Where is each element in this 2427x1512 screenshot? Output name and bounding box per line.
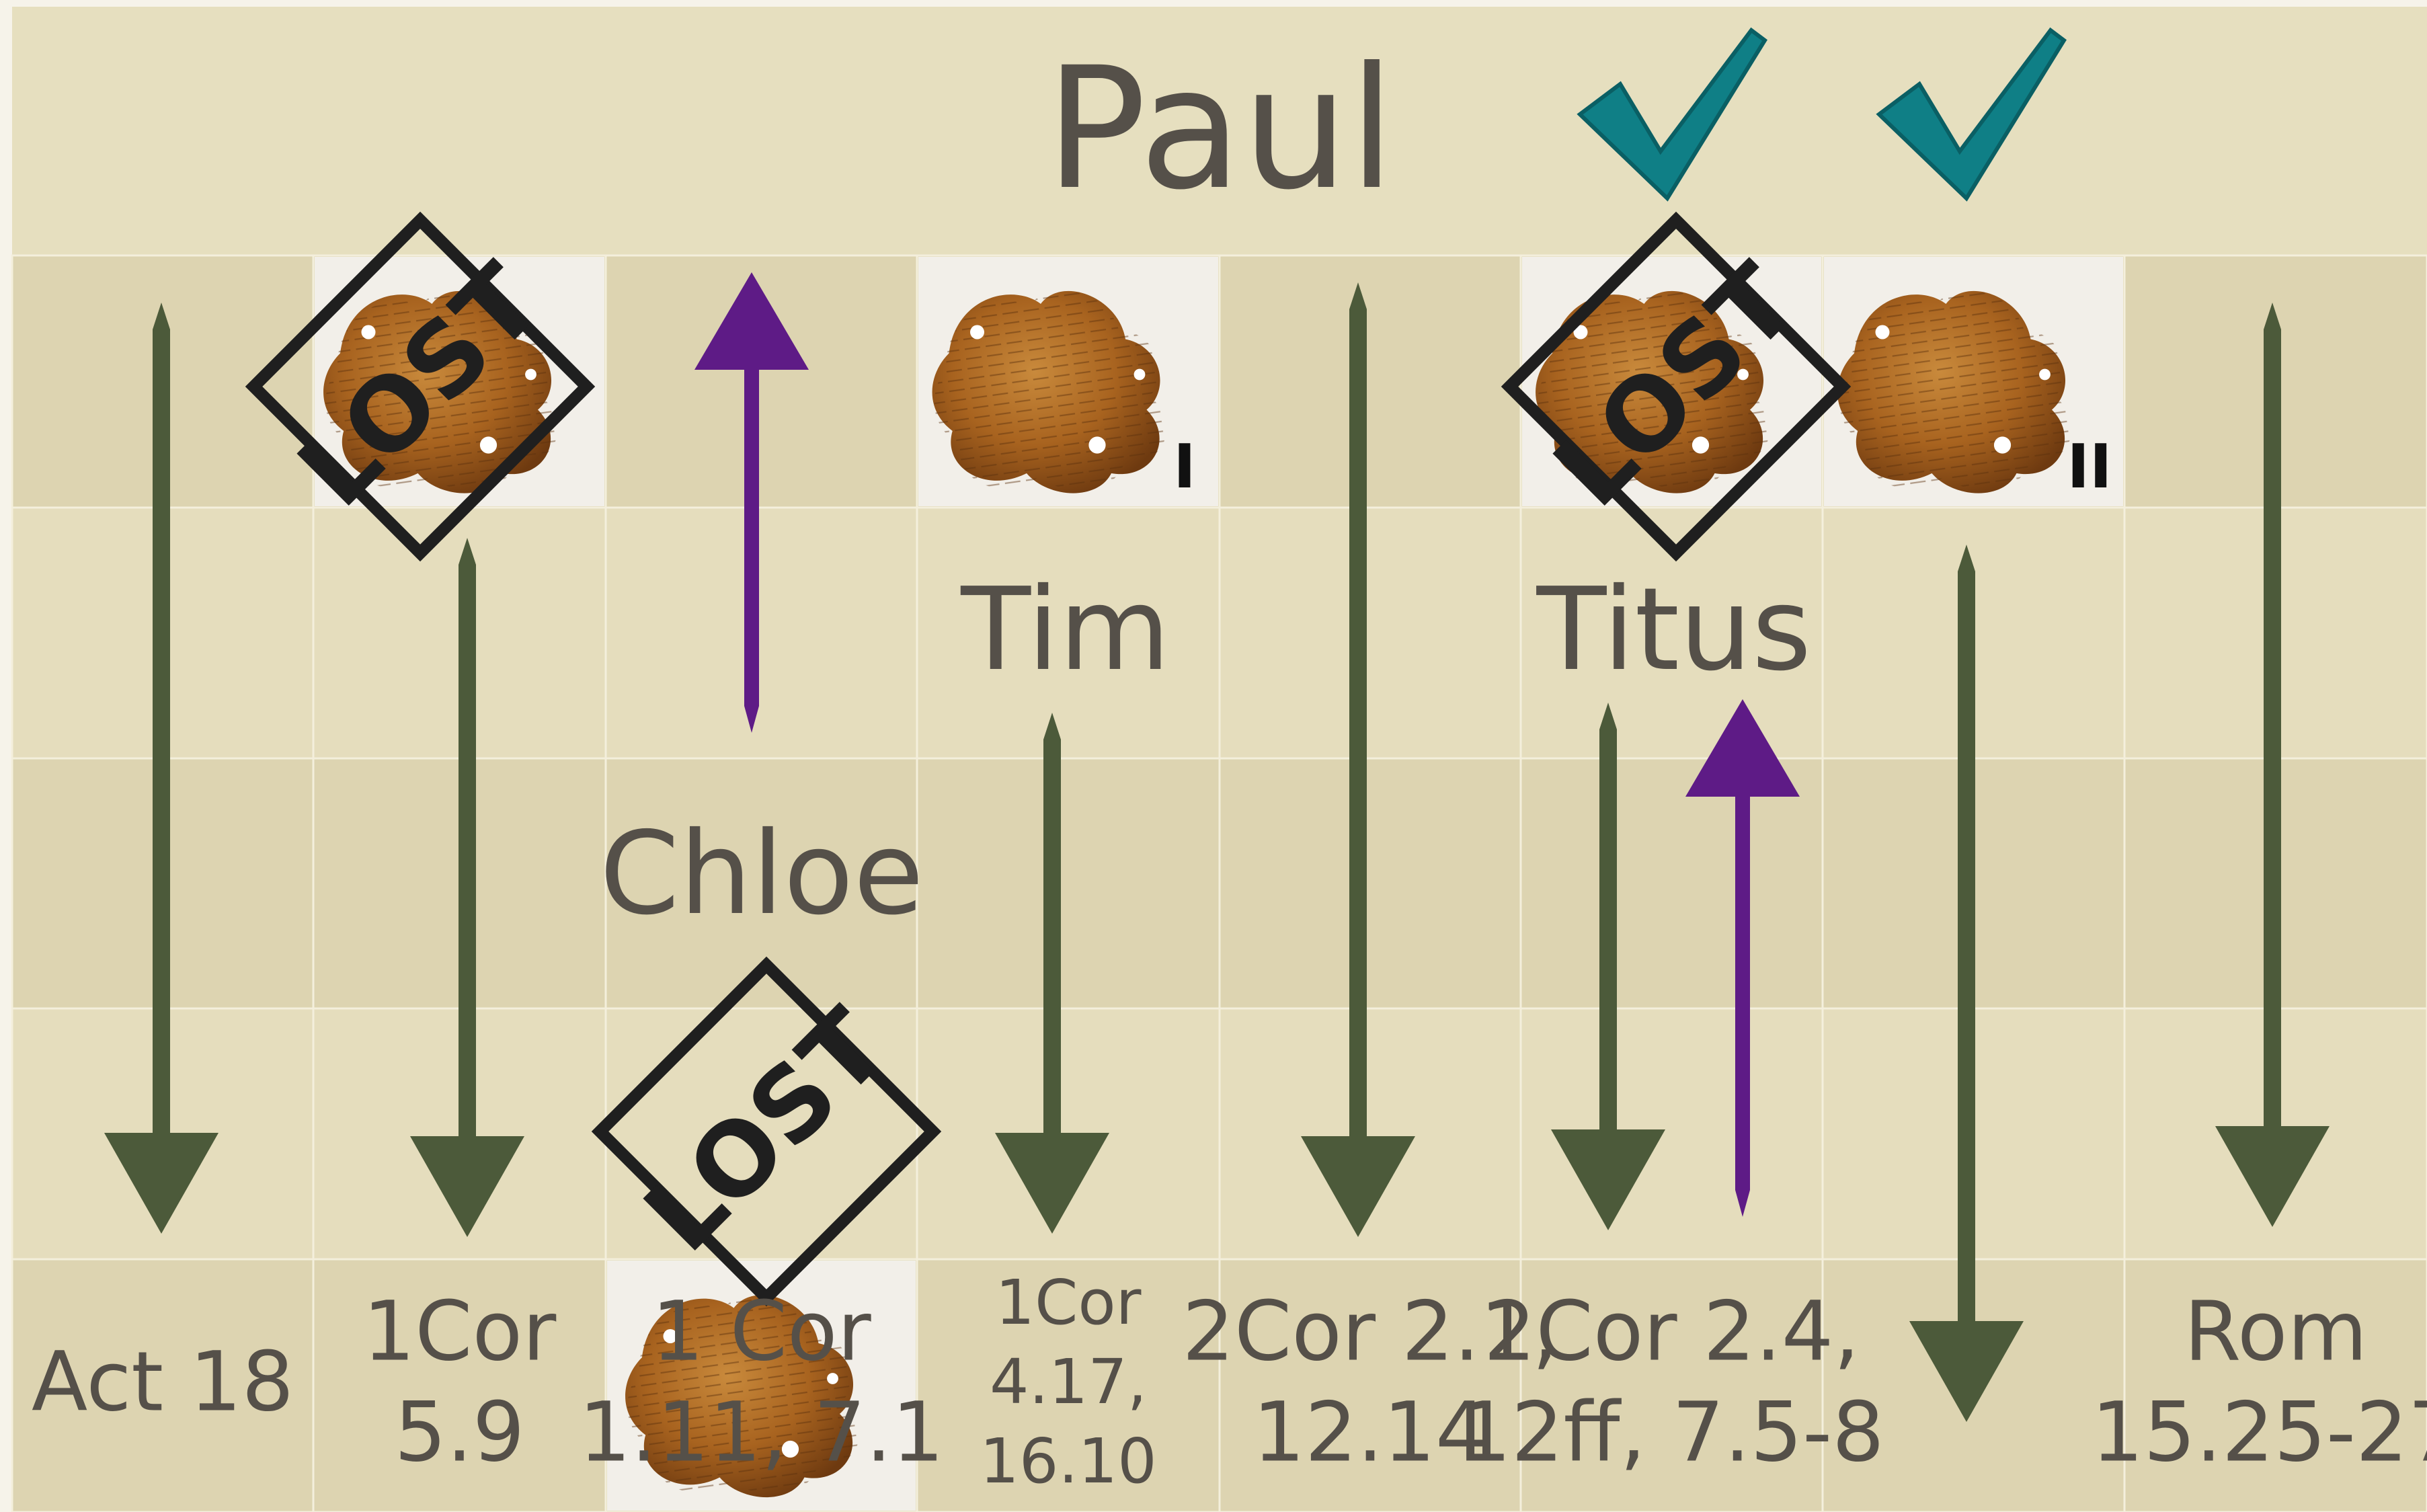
arrow-down-icon: [2215, 303, 2330, 1227]
reference-label: Act 18: [32, 1335, 294, 1430]
grid-cell: [1218, 1007, 1522, 1261]
grid-cell: [1218, 254, 1522, 509]
grid-cell: [2123, 1258, 2427, 1512]
grid-cell: [604, 1007, 918, 1261]
grid-cell: [1218, 506, 1522, 760]
reference-label: 5.9: [394, 1385, 524, 1480]
reference-label: 2Cor 2.1,: [1182, 1284, 1558, 1380]
scroll-icon: [1824, 257, 2123, 510]
reference-label: 16.10: [980, 1425, 1156, 1497]
grid-cell: [1519, 1258, 1824, 1512]
letter-tiles: [312, 257, 2123, 1512]
arrow-down-icon: [104, 303, 218, 1234]
arrow-down-icon: [1909, 545, 2024, 1422]
grid-cell: [312, 1258, 607, 1512]
grid-cell: [916, 757, 1221, 1010]
arrow-down-icon: [410, 538, 524, 1237]
messenger-chloe: Chloe: [600, 807, 924, 941]
letter-numeral-one: I: [1173, 432, 1196, 502]
arrow-up-icon: [1685, 699, 1800, 1217]
checkmark-icon: [1876, 27, 2067, 202]
left-edge: [0, 0, 12, 1512]
scroll-icon: [312, 257, 604, 510]
grid-cell: [916, 506, 1221, 760]
header-title: Paul: [1045, 31, 1396, 227]
arrow-down-icon: [995, 713, 1109, 1234]
reference-label: 12ff, 7.5-8: [1459, 1385, 1884, 1480]
header-band: [12, 7, 2427, 255]
arrows: [104, 272, 2330, 1422]
messenger-tim: Tim: [960, 563, 1170, 697]
reference-label: 12.14: [1252, 1385, 1487, 1480]
scroll-icon: [607, 1261, 916, 1512]
reference-label: 1.11, 7.1: [579, 1385, 944, 1480]
grid-cell: [1519, 757, 1824, 1010]
reference-label: 15.25-27: [2092, 1385, 2427, 1480]
arrow-down-icon: [1551, 703, 1665, 1230]
top-edge: [0, 0, 2427, 7]
messenger-titus: Titus: [1536, 563, 1812, 697]
grid-cell: [916, 1258, 1221, 1512]
letter-numeral-two: II: [2067, 432, 2112, 502]
checkmark-icon: [1577, 27, 1767, 202]
grid-cell: [1218, 757, 1522, 1010]
reference-label: 4.17,: [990, 1346, 1147, 1418]
reference-label: 2Cor 2.4,: [1484, 1284, 1860, 1380]
arrow-up-icon: [694, 272, 809, 733]
grid-cell: [11, 1258, 315, 1512]
reference-label: 1Cor: [996, 1267, 1142, 1339]
grid-cell: [1218, 1258, 1522, 1512]
grid-cell: [604, 506, 918, 760]
arrow-down-icon: [1301, 282, 1415, 1237]
reference-label: 1Cor: [363, 1284, 557, 1380]
scroll-icon: [918, 257, 1218, 510]
reference-label: 1 Cor: [651, 1284, 871, 1380]
reference-label: Rom: [2184, 1284, 2368, 1380]
